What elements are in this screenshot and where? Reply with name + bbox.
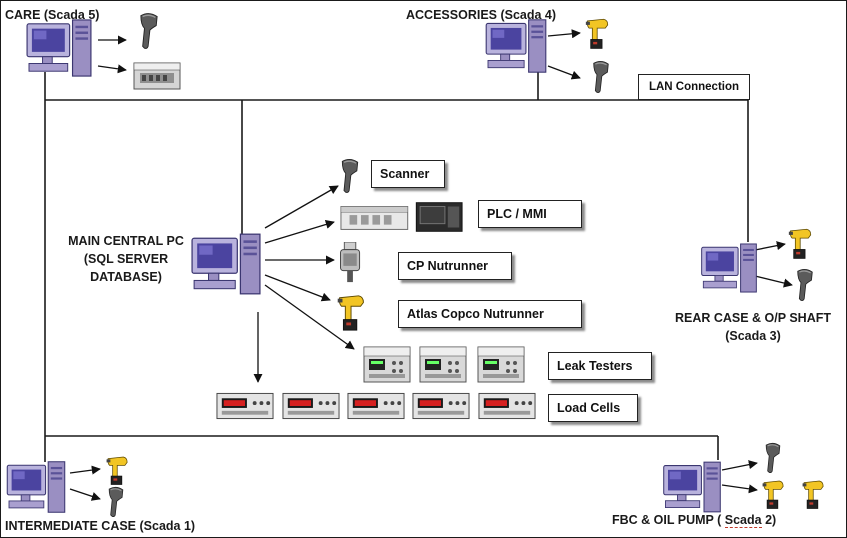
cp-nutrunner-box: CP Nutrunner [398,252,512,280]
load-cell-icon [478,392,536,420]
rear-case-station-label: REAR CASE & O/P SHAFT (Scada 3) [668,309,838,345]
fbc-nutrunner-icon [762,480,784,509]
plc-mmi-device-icon [340,202,463,232]
rear-case-line2: (Scada 3) [725,329,781,343]
main-central-pc-line3: DATABASE) [90,270,162,284]
rear-case-scanner-icon [797,268,813,302]
fbc-oil-pump-station-label: FBC & OIL PUMP ( Scada 2) [612,513,777,528]
care-printer-icon [133,62,181,90]
care-scanner-icon [140,12,158,50]
main-central-pc-line2: (SQL SERVER [83,252,169,266]
intermediate-case-station-label: INTERMEDIATE CASE (Scada 1) [5,519,196,533]
fbc-oil-pump-text: FBC & OIL PUMP ( [612,513,725,527]
fbc-scada-number: 2) [761,513,777,527]
rear-case-nutrunner-icon [788,228,812,259]
fbc-scanner-icon [765,442,781,474]
accessories-nutrunner-icon [585,18,609,49]
scanner-device-icon [341,158,359,194]
lan-lines [44,68,749,462]
cp-nutrunner-device-icon [340,242,361,283]
accessories-pc-icon [485,19,547,73]
main-central-pc-label: MAIN CENTRAL PC (SQL SERVER DATABASE) [36,232,216,286]
atlas-copco-nutrunner-box: Atlas Copco Nutrunner [398,300,582,328]
accessories-station-label: ACCESSORIES (Scada 4) [406,8,557,22]
atlas-copco-nutrunner-device-icon [337,295,364,331]
scanner-box: Scanner [371,160,445,188]
fbc-scada-text: Scada [724,513,762,528]
lan-connection-label: LAN Connection [638,74,750,100]
care-station-label: CARE (Scada 5) [5,8,100,22]
load-cell-icon [216,392,274,420]
plc-mmi-box: PLC / MMI [478,200,582,228]
intermediate-nutrunner-icon [106,456,128,485]
leak-tester-icon [363,346,411,383]
load-cells-box: Load Cells [548,394,638,422]
fbc-nutrunner-icon [802,480,824,509]
load-cell-icon [412,392,470,420]
load-cell-icon [347,392,405,420]
main-central-pc-line1: MAIN CENTRAL PC [68,234,184,248]
leak-tester-icon [419,346,467,383]
device-arrows [69,29,793,501]
leak-tester-icon [477,346,525,383]
rear-case-line1: REAR CASE & O/P SHAFT [674,311,832,325]
rear-case-pc-icon [701,243,757,293]
intermediate-case-pc-icon [6,461,66,513]
load-cell-icon [282,392,340,420]
accessories-scanner-icon [593,60,609,94]
leak-testers-box: Leak Testers [548,352,652,380]
intermediate-scanner-icon [108,486,124,518]
care-pc-icon [26,19,92,77]
fbc-oil-pump-pc-icon [663,461,721,513]
